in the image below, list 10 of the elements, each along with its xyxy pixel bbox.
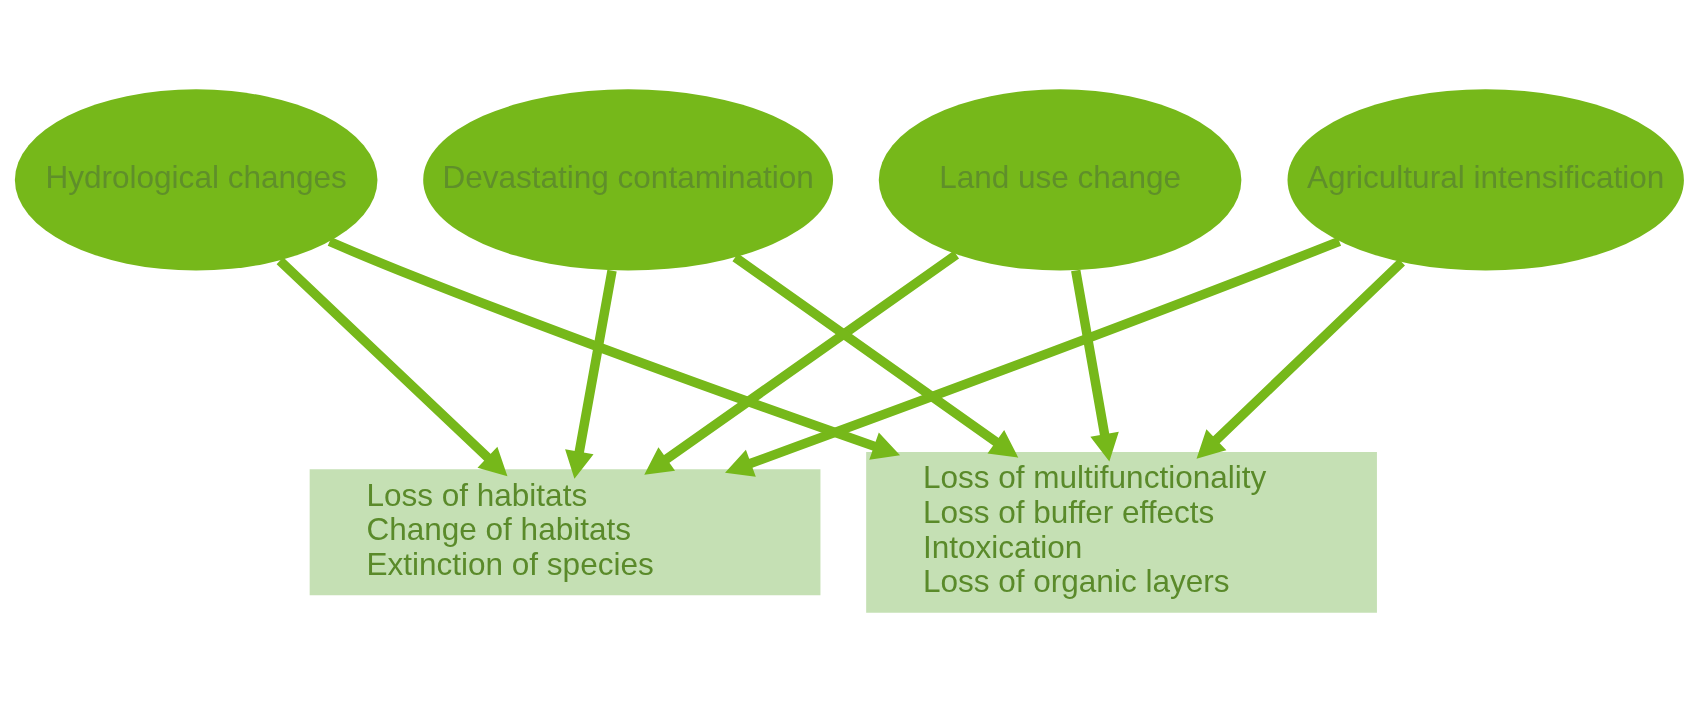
arrow (725, 236, 1342, 477)
arrow (1071, 269, 1119, 461)
arrow (732, 252, 1019, 458)
node-box: Loss of multifunctionality Loss of buffer effects Intoxication Loss of organic layers (866, 451, 1377, 613)
arrow (276, 256, 508, 476)
node-box: Loss of habitats Change of habitats Extinction of species (309, 468, 821, 595)
arrow (565, 269, 617, 479)
arrow (327, 236, 901, 460)
arrow (1196, 258, 1405, 459)
arrow (644, 250, 960, 475)
